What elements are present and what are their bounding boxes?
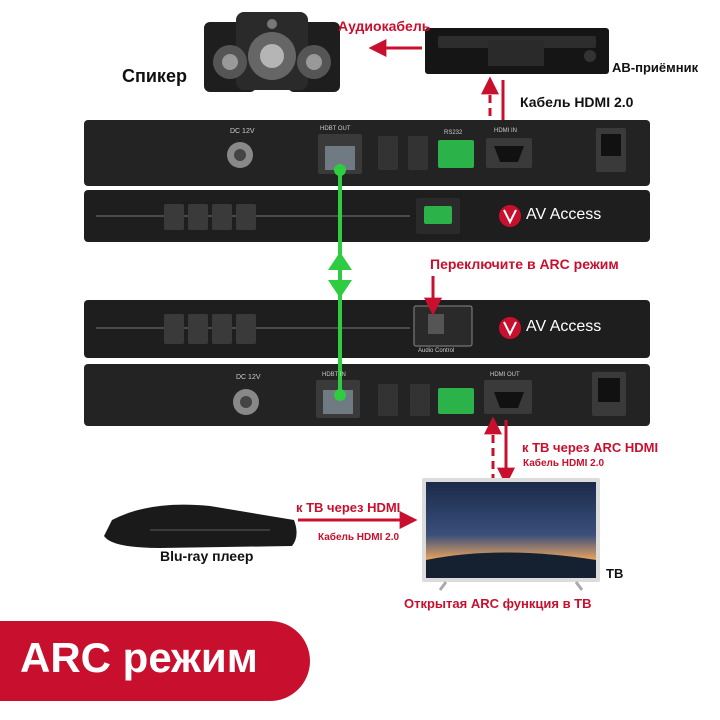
to-tv-arc-label: к ТВ через ARC HDMI xyxy=(522,440,659,455)
bluray-label: Blu-ray плеер xyxy=(160,548,254,564)
dc-bottom-label: DC 12V xyxy=(236,374,261,381)
hdbaset-link-line xyxy=(328,164,352,401)
to-tv-hdmi-label: к ТВ через HDMI xyxy=(296,500,401,515)
hdmi-cable-arc-label: Кабель HDMI 2.0 xyxy=(523,458,605,469)
hdmi-out-label: HDMI OUT xyxy=(490,372,520,378)
device-bottom-front-panel xyxy=(84,300,650,358)
audio-cable-label: Аудиокабель xyxy=(338,18,431,34)
mode-banner: ARC режим xyxy=(0,621,310,701)
hdmi-in-label: HDMI IN xyxy=(494,128,517,134)
rs232-label: RS232 xyxy=(444,130,463,136)
speaker-icon xyxy=(204,12,340,92)
brand-top-label: AV Access xyxy=(526,206,602,223)
speaker-label: Спикер xyxy=(122,66,187,86)
brand-bottom-label: AV Access xyxy=(526,318,602,335)
arc-function-label: Открытая ARC функция в ТВ xyxy=(404,596,592,611)
dc-top-label: DC 12V xyxy=(230,128,255,135)
switch-arc-label: Переключите в ARC режим xyxy=(430,256,619,272)
bluray-player-icon xyxy=(104,504,297,548)
tv-label: ТВ xyxy=(606,566,624,581)
av-receiver-icon xyxy=(425,28,609,74)
mode-banner-title: ARC режим xyxy=(20,634,258,681)
hdmi-cable-top-label: Кабель HDMI 2.0 xyxy=(520,94,634,110)
hdbt-in-label: HDBT IN xyxy=(322,372,346,378)
tv-icon xyxy=(422,478,600,591)
tv-arc-arrows xyxy=(484,416,515,486)
av-receiver-label: АВ-приёмник xyxy=(612,60,699,75)
device-bottom-rear-panel xyxy=(84,364,650,426)
device-top-front-panel xyxy=(84,190,650,242)
audio-control-label: Audio Control xyxy=(418,348,455,354)
hdmi-cable-bluray-label: Кабель HDMI 2.0 xyxy=(318,532,400,543)
hdbt-out-label: HDBT OUT xyxy=(320,126,351,132)
device-top-rear-panel xyxy=(84,120,650,186)
